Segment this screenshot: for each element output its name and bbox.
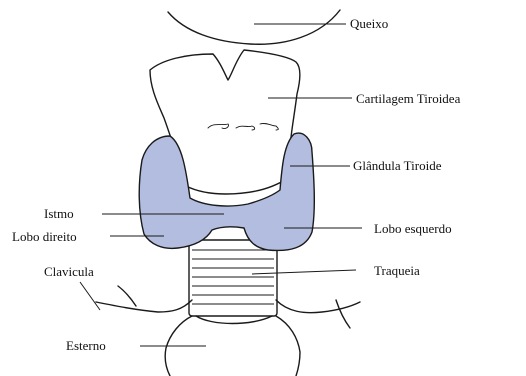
- label-right-lobe: Lobo direito: [12, 229, 77, 244]
- cartilage-squiggle-right: [260, 123, 278, 130]
- sternum-notch: [196, 316, 272, 324]
- clavicle-left: [96, 300, 192, 312]
- trachea-outline: [189, 240, 277, 316]
- label-clavicle: Clavicula: [44, 264, 94, 279]
- label-chin: Queixo: [350, 16, 388, 31]
- leader-clavicle: [80, 282, 100, 310]
- cartilage-squiggle-middle: [236, 126, 255, 130]
- leader-trachea: [252, 270, 356, 274]
- cartilage-squiggle-left: [208, 124, 229, 129]
- label-sternum: Esterno: [66, 338, 106, 353]
- chin-outline: [168, 10, 340, 44]
- label-thyroid-gland: Glândula Tiroide: [353, 158, 442, 173]
- trachea: [189, 240, 277, 316]
- label-isthmus: Istmo: [44, 206, 74, 221]
- label-left-lobe: Lobo esquerdo: [374, 221, 452, 236]
- clavicle-right: [276, 300, 360, 313]
- sternum-outline-right: [276, 316, 300, 376]
- label-thyroid-cartilage: Cartilagem Tiroidea: [356, 91, 461, 106]
- clavicle-joint-left: [118, 286, 136, 306]
- clavicle-joint-right: [336, 300, 350, 328]
- thyroid-gland: [139, 133, 314, 250]
- label-trachea: Traqueia: [374, 263, 420, 278]
